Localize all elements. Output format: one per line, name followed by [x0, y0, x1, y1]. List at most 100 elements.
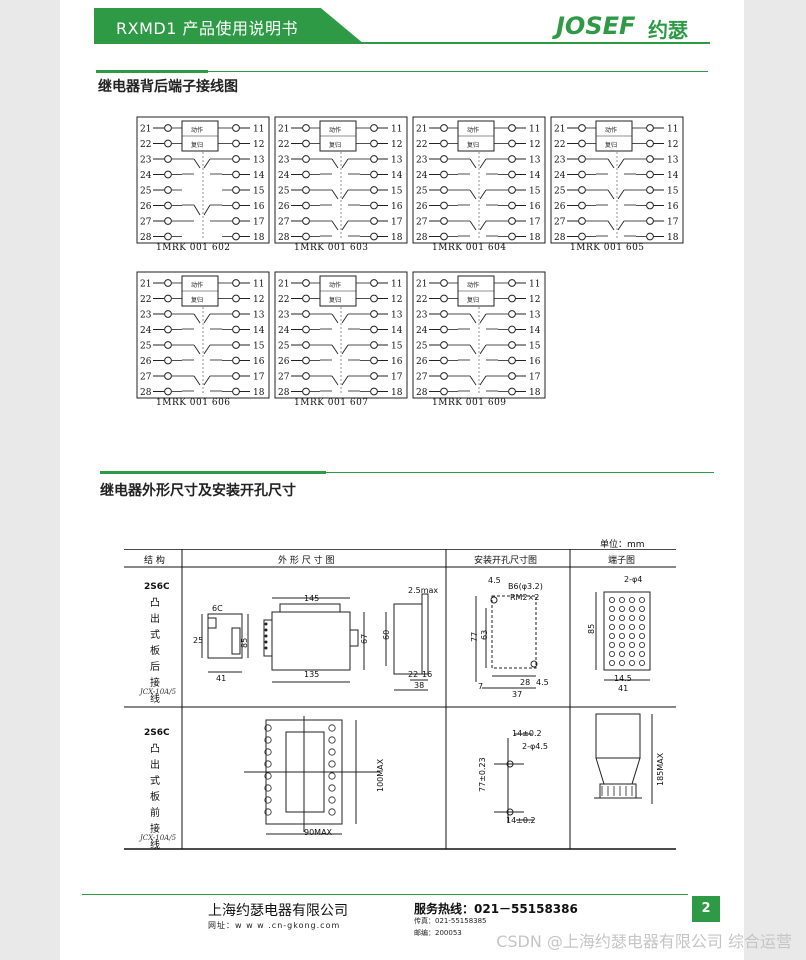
terminal-pin	[608, 660, 615, 667]
terminal-label: 11	[529, 125, 540, 135]
terminal-label: 16	[529, 357, 541, 367]
terminal-label: 16	[667, 202, 679, 212]
dim-41-terminal: 41	[618, 684, 629, 693]
terminal-label: 27	[416, 373, 428, 383]
svg-text:动作: 动作	[605, 126, 617, 134]
terminal-label: 28	[416, 388, 428, 398]
terminal-pin	[264, 748, 272, 756]
terminal-label: 12	[253, 140, 264, 150]
terminal-label: 12	[391, 140, 402, 150]
terminal-label: 21	[278, 280, 289, 290]
terminal-label: 11	[667, 125, 678, 135]
svg-text:动作: 动作	[329, 126, 341, 134]
footer-website: 网址：w w w .cn-gkong.com	[208, 921, 341, 930]
dim-60: 60	[382, 629, 391, 640]
terminal-pin	[639, 615, 646, 622]
terminal-label: 11	[391, 125, 402, 135]
brand-logo-cn: 约瑟	[648, 18, 688, 42]
dim-14-top: 14±0.2	[512, 729, 542, 738]
dimension-table	[124, 549, 676, 850]
terminal-label: 11	[253, 280, 264, 290]
row2-cutout-drawing	[494, 733, 534, 822]
dim-14-bottom: 14±0.2	[506, 816, 536, 825]
terminal-label: 17	[529, 218, 541, 228]
terminal-pin	[619, 624, 626, 631]
dim-7: 7	[478, 682, 484, 691]
svg-text:复归: 复归	[329, 296, 341, 304]
document-title: RXMD1 产品使用说明书	[116, 19, 298, 38]
terminal-pin	[608, 615, 615, 622]
terminal-pin	[608, 606, 615, 613]
terminal-pin	[619, 651, 626, 658]
dim-6c: 6C	[212, 604, 223, 613]
terminal-label: 27	[554, 218, 566, 228]
terminal-label: 23	[416, 311, 428, 321]
terminal-label: 28	[554, 233, 566, 243]
dim-rm2: RM2×2	[510, 593, 540, 602]
svg-text:复归: 复归	[467, 141, 479, 149]
terminal-label: 23	[278, 156, 290, 166]
terminal-pin	[328, 784, 336, 792]
terminal-pin	[264, 760, 272, 768]
terminal-label: 22	[140, 295, 151, 305]
terminal-label: 21	[554, 125, 565, 135]
wiring-diagram-caption: 1MRK 001 604	[432, 243, 507, 253]
section-title-dimensions: 继电器外形尺寸及安装开孔尺寸	[100, 483, 296, 499]
terminal-label: 26	[140, 202, 152, 212]
row1-code: 2S6C	[144, 582, 170, 592]
row1-outline-drawing	[201, 593, 429, 691]
terminal-pin	[328, 748, 336, 756]
terminal-label: 16	[253, 357, 265, 367]
terminal-label: 15	[529, 187, 541, 197]
terminal-pin	[608, 651, 615, 658]
terminal-label: 18	[391, 388, 403, 398]
svg-text:复归: 复归	[329, 141, 341, 149]
col-header-terminal: 端子图	[608, 556, 636, 566]
terminal-label: 17	[667, 218, 679, 228]
terminal-label: 15	[253, 187, 265, 197]
terminal-label: 13	[253, 311, 265, 321]
terminal-label: 13	[391, 156, 403, 166]
terminal-pin	[264, 772, 272, 780]
terminal-label: 26	[278, 357, 290, 367]
terminal-label: 27	[416, 218, 428, 228]
dim-77-tol: 77±0.23	[478, 757, 487, 792]
terminal-label: 25	[278, 187, 290, 197]
terminal-label: 17	[529, 373, 541, 383]
terminal-label: 14	[667, 171, 679, 181]
col-header-cutout: 安装开孔尺寸图	[474, 556, 538, 566]
row2-code: 2S6C	[144, 728, 170, 738]
terminal-label: 21	[278, 125, 289, 135]
dim-85-terminal: 85	[587, 623, 596, 634]
terminal-pin	[264, 796, 272, 804]
terminal-label: 27	[140, 218, 152, 228]
col-header-structure: 结 构	[144, 556, 165, 566]
terminal-label: 23	[554, 156, 566, 166]
terminal-label: 18	[253, 233, 265, 243]
terminal-pin	[639, 651, 646, 658]
dim-90max: 90MAX	[304, 828, 333, 837]
terminal-label: 15	[391, 187, 403, 197]
terminal-pin	[619, 633, 626, 640]
terminal-label: 16	[529, 202, 541, 212]
wiring-diagram-caption: 1MRK 001 606	[156, 398, 231, 408]
dim-2-phi4-5: 2-φ4.5	[522, 742, 548, 751]
dim-63: 63	[480, 629, 489, 640]
footer-hotline: 服务热线：021－55158386	[414, 902, 578, 916]
terminal-label: 24	[278, 171, 290, 181]
terminal-label: 13	[391, 311, 403, 321]
terminal-label: 25	[140, 187, 152, 197]
terminal-pin	[629, 606, 636, 613]
section-rule	[208, 71, 708, 72]
terminal-pin	[264, 784, 272, 792]
terminal-label: 22	[554, 140, 565, 150]
dim-4-5-top: 4.5	[488, 576, 501, 585]
dim-14-5: 14.5	[614, 674, 632, 683]
dim-100max: 100MAX	[376, 758, 385, 792]
svg-text:动作: 动作	[329, 281, 341, 289]
terminal-label: 22	[278, 295, 289, 305]
dim-4-5-right: 4.5	[536, 678, 549, 687]
terminal-label: 18	[391, 233, 403, 243]
